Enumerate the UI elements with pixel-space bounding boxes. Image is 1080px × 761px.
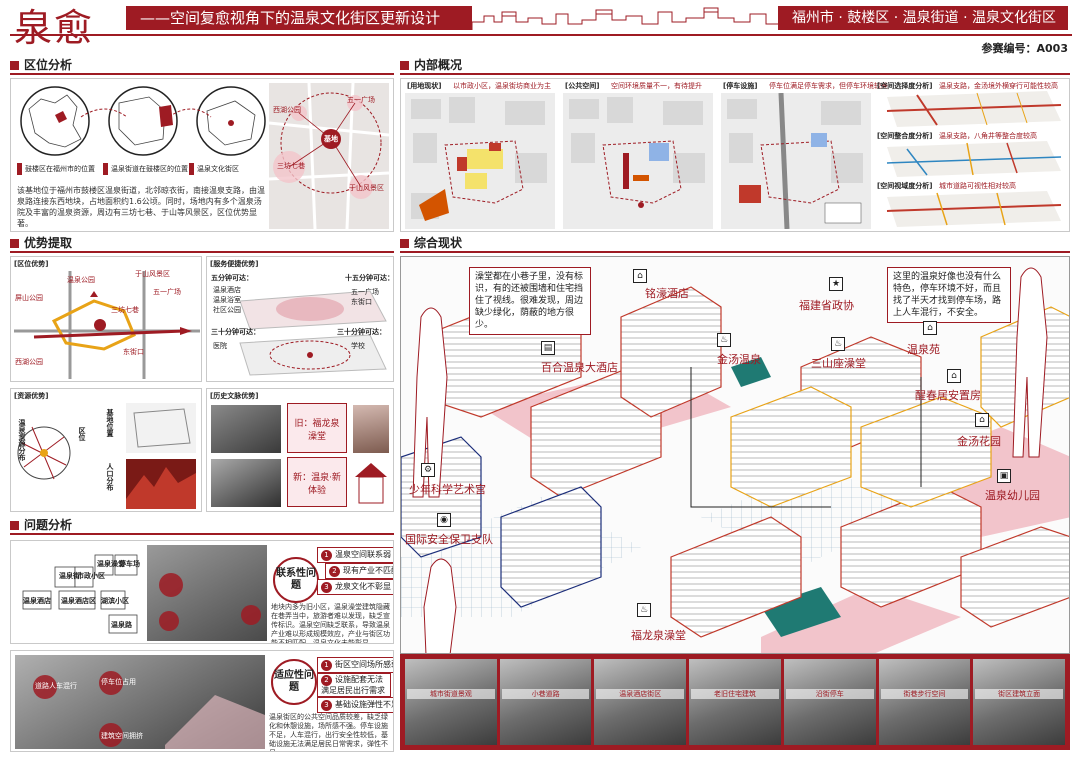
home-icon: ⌂ <box>947 369 961 383</box>
map-label-1: 三坊七巷 <box>277 162 305 170</box>
science-icon: ⚙ <box>421 463 435 477</box>
q2-circle: 适应性问题 <box>271 659 317 705</box>
bath-icon: ♨ <box>637 603 651 617</box>
problem-photo-1 <box>147 545 267 641</box>
section-rule <box>400 251 1070 253</box>
public-space-map: [公共空间] 空间环境质量不一，有待提升 <box>563 81 713 229</box>
old-bathhouse-box: 旧：福龙泉澡堂 <box>287 403 347 453</box>
police-icon: ◉ <box>437 513 451 527</box>
label-sanshan-bath: 三山座澡堂 <box>811 357 866 370</box>
caption-1: 鼓楼区在福州市的位置 <box>17 163 98 175</box>
building-icon: ▤ <box>541 341 555 355</box>
old-building-photo <box>353 405 389 453</box>
skyline-graphic <box>472 6 778 30</box>
q1-circle: 联系性问题 <box>273 557 319 603</box>
section-advantage: 优势提取 <box>10 236 72 250</box>
header-rule <box>10 34 1072 36</box>
history-panel: [历史文脉优势] 旧：福龙泉澡堂 新：温泉·新体验 <box>206 388 394 512</box>
base-label: 基地 <box>324 135 338 143</box>
location-maps <box>20 86 266 156</box>
landuse-map: [用地现状] 以市政小区，温泉街坊商业为主 <box>405 81 555 229</box>
school-icon: ▣ <box>997 469 1011 483</box>
street-photo: 沿街停车 <box>783 659 876 745</box>
street-photo: 小巷道路 <box>499 659 592 745</box>
home-icon: ⌂ <box>923 321 937 335</box>
space-syntax-stack: [空间选择度分析] 温泉支路，金汤境外横穿行可能性较高 [空间整合度分析] 温泉… <box>877 81 1067 229</box>
map-label-3: 西湖公园 <box>273 106 301 114</box>
pavilion-sketch <box>355 463 387 504</box>
context-map <box>269 83 389 229</box>
logo: 泉愈 <box>14 5 95 50</box>
label-jintang: 金汤温泉 <box>717 353 761 366</box>
label-security-detachment: 国际安全保卫支队 <box>405 533 493 546</box>
convenience-panel: [服务便捷优势] 五分钟可达： 十五分钟可达： 三十分钟可达： 三十分钟可达： … <box>206 256 394 382</box>
section-interior: 内部概况 <box>400 58 462 72</box>
star-icon: ★ <box>829 277 843 291</box>
q2-description: 温泉街区的公共空间品质较差，缺乏绿化和休憩设施，场所感不强。停车设施不足，人车混… <box>269 713 388 751</box>
section-rule <box>400 73 1070 75</box>
label-kindergarten: 温泉幼儿园 <box>985 489 1040 502</box>
map-label-4: 五一广场 <box>347 96 375 104</box>
label-fulongquan: 福龙泉澡堂 <box>631 629 686 642</box>
section-rule <box>10 73 394 75</box>
label-youth-palace: 少年科学艺术宫 <box>409 483 486 496</box>
home-icon: ⌂ <box>975 413 989 427</box>
location-panel: 鼓楼区在福州市的位置 温泉街道在鼓楼区的位置 温泉文化街区 该基地位于福州市鼓楼… <box>10 78 394 232</box>
section-status: 综合现状 <box>400 236 462 250</box>
label-hotel-mingshao: 铭濠酒店 <box>645 287 689 300</box>
section-problem: 问题分析 <box>10 518 72 532</box>
bath-icon: ♨ <box>831 337 845 351</box>
entry-code: 参赛编号：A003 <box>981 42 1068 55</box>
street-photo: 老旧住宅建筑 <box>689 659 781 745</box>
resident-comment-right: 这里的温泉好像也没有什么特色，停车环境不好，而且找了半天才找到停车场，路上人车混… <box>887 267 1011 323</box>
label-jintang-garden: 金汤花园 <box>957 435 1001 448</box>
district-advantage-panel: [区位优势] 温泉公园 三坊七巷 东街口 五一广场 于山风景区 屏山公园 西湖公… <box>10 256 202 382</box>
q1-description: 地块内多为旧小区，温泉澡堂建筑隐藏在巷弄当中，旅游者难以发现，缺乏宣传标识。温泉… <box>271 603 390 644</box>
section-rule <box>10 251 394 253</box>
label-resettlement: 醒春居安置房 <box>915 389 981 402</box>
new-photo <box>211 459 281 507</box>
section-location: 区位分析 <box>10 58 72 72</box>
map-label-2: 于山风景区 <box>349 184 384 192</box>
axonometric-view: 澡堂都在小巷子里，没有标识，有的还被围墙和住宅挡住了视线。很难发现，周边缺少绿化… <box>400 256 1070 654</box>
page-title: ——空间复愈视角下的温泉文化街区更新设计 <box>126 6 472 30</box>
label-lily-hotel: 百合温泉大酒店 <box>541 361 618 374</box>
resource-advantage-panel: [资源优势] 温泉资源分布 区位 基地位置 人口分布 <box>10 388 202 512</box>
location-description: 该基地位于福州市鼓楼区温泉街道，北邻晾衣街，南接温泉支路，由温泉路连接东西地块，… <box>17 186 265 228</box>
parking-map: [停车设施] 停车位满足停车需求，但停车环境较差 <box>721 81 888 229</box>
new-experience-box: 新：温泉·新体验 <box>287 457 347 507</box>
resident-comment-left: 澡堂都在小巷子里，没有标识，有的还被围墙和住宅挡住了视线。很难发现，周边缺少绿化… <box>469 267 591 335</box>
photo-strip: 城市街道景观 小巷道路 温泉酒店街区 老旧住宅建筑 沿街停车 街巷步行空间 街区… <box>400 654 1070 750</box>
street-photo: 街巷步行空间 <box>878 659 971 745</box>
hotel-icon: ⌂ <box>633 269 647 283</box>
old-photo <box>211 405 281 453</box>
label-cppcc: 福建省政协 <box>799 299 854 312</box>
spa-icon: ♨ <box>717 333 731 347</box>
street-photo: 城市街道景观 <box>405 659 497 745</box>
block-diagram <box>15 545 143 641</box>
street-photo: 温泉酒店街区 <box>594 659 687 745</box>
street-photo: 街区建筑立面 <box>973 659 1066 745</box>
problem-panel-1: 温泉酒店 停车场 温泉街 市政小区 温泉澡堂 温泉酒店区 湖滨小区 温泉路 联系… <box>10 540 394 644</box>
section-rule <box>10 533 394 535</box>
interior-panel: [用地现状] 以市政小区，温泉街坊商业为主 [公共空间] 空间环境质量不一，有待… <box>400 78 1070 232</box>
label-wenquanyuan: 温泉苑 <box>907 343 940 356</box>
problem-photo-2: 道路人车混行 停车位占用 建筑空间拥挤 <box>15 655 265 749</box>
location-banner: 福州市 · 鼓楼区 · 温泉街道 · 温泉文化街区 <box>778 6 1068 30</box>
caption-3: 温泉文化街区 <box>189 163 242 175</box>
caption-2: 温泉街道在鼓楼区的位置 <box>103 163 191 175</box>
